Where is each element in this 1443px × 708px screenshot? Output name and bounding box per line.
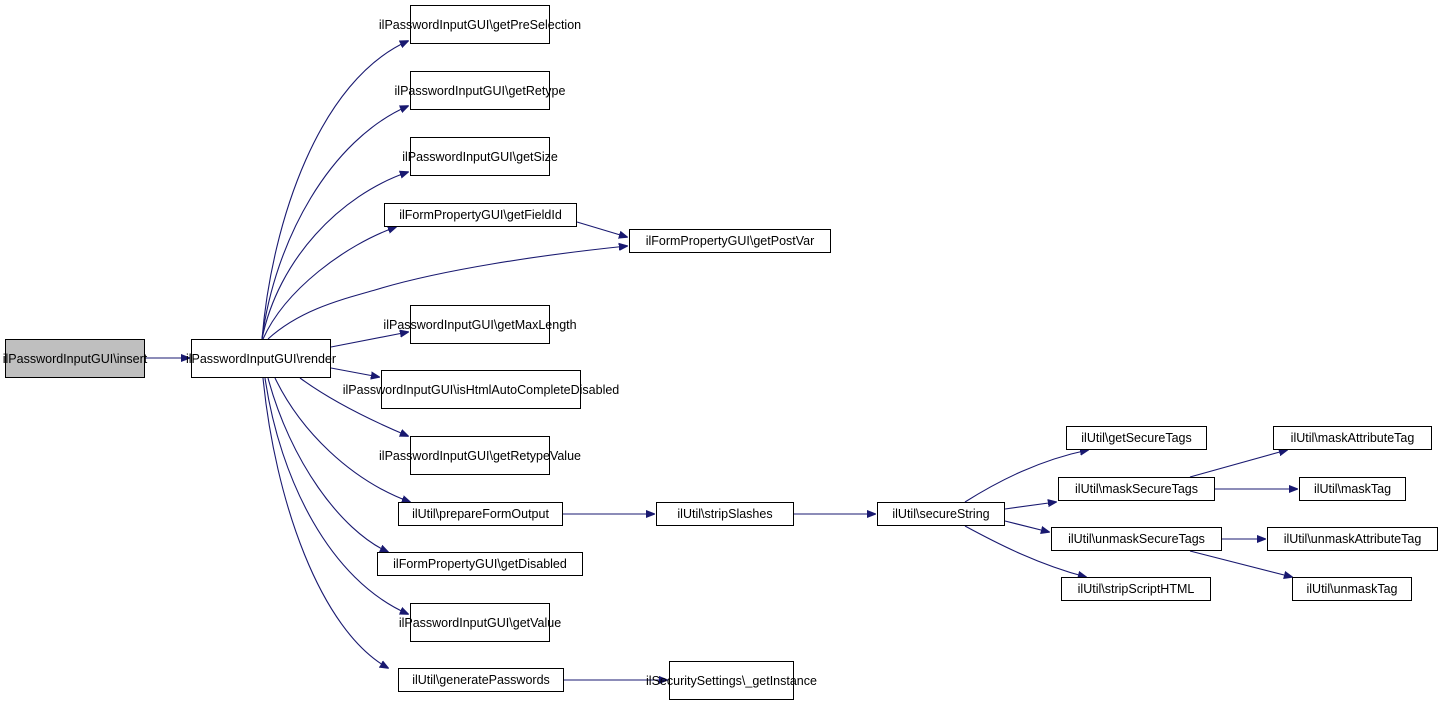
edge-render-to-getFieldId — [262, 227, 396, 340]
node-getValue-line2: \getValue — [509, 615, 562, 630]
node-stripSlashes-line1: ilUtil\stripSlashes — [677, 507, 773, 521]
node-render-line1: ilPasswordInputGUI — [185, 351, 297, 366]
edge-render-to-generatePasswords — [262, 377, 388, 668]
node-unmaskTag[interactable]: ilUtil\unmaskTag — [1292, 577, 1412, 601]
node-maskSecureTags-line1: ilUtil\maskSecureTags — [1075, 482, 1198, 496]
node-generatePasswords-line1: ilUtil\generatePasswords — [412, 673, 550, 687]
node-getPreSelection[interactable]: ilPasswordInputGUI\getPreSelection — [379, 5, 581, 44]
node-getPostVar-line1: ilFormPropertyGUI\getPostVar — [645, 234, 815, 248]
node-maskTag-line1: ilUtil\maskTag — [1313, 482, 1392, 496]
node-getValue-line1: ilPasswordInputGUI — [398, 615, 510, 630]
node-maskTag[interactable]: ilUtil\maskTag — [1299, 477, 1406, 501]
node-getInstance[interactable]: ilSecuritySettings\_getInstance — [646, 661, 817, 700]
node-secureString[interactable]: ilUtil\secureString — [877, 502, 1005, 526]
edge-secureString-to-unmaskSecureTags — [1004, 520, 1049, 532]
edge-render-to-getRetype — [261, 106, 408, 340]
node-stripSlashes[interactable]: ilUtil\stripSlashes — [656, 502, 794, 526]
node-getSize-line2: \getSize — [512, 149, 558, 164]
node-maskAttributeTag[interactable]: ilUtil\maskAttributeTag — [1273, 426, 1432, 450]
edge-render-to-getValue — [264, 377, 408, 614]
node-getPostVar[interactable]: ilFormPropertyGUI\getPostVar — [629, 229, 831, 253]
edge-unmaskSecureTags-to-unmaskTag — [1189, 550, 1292, 577]
node-getSize[interactable]: ilPasswordInputGUI\getSize — [402, 137, 558, 176]
edge-render-to-isHtmlAutoCompleteDisabled — [330, 367, 379, 377]
node-unmaskAttributeTag[interactable]: ilUtil\unmaskAttributeTag — [1267, 527, 1438, 551]
edge-secureString-to-getSecureTags — [964, 450, 1088, 503]
node-getRetypeValue-line1: ilPasswordInputGUI — [379, 448, 490, 463]
node-unmaskTag-line1: ilUtil\unmaskTag — [1306, 582, 1398, 596]
node-maskAttributeTag-line1: ilUtil\maskAttributeTag — [1290, 431, 1415, 445]
node-isHtmlAutoCompleteDisabled-line1: ilPasswordInputGUI — [342, 382, 454, 397]
node-render[interactable]: ilPasswordInputGUI\render — [186, 339, 336, 378]
edge-render-to-getRetypeValue — [299, 377, 408, 436]
node-unmaskAttributeTag-line1: ilUtil\unmaskAttributeTag — [1283, 532, 1422, 546]
node-insert-line2: \insert — [113, 351, 148, 366]
node-getMaxLength[interactable]: ilPasswordInputGUI\getMaxLength — [383, 305, 577, 344]
node-getRetype-line1: ilPasswordInputGUI — [394, 83, 505, 98]
edge-render-to-getSize — [261, 172, 408, 340]
node-getFieldId[interactable]: ilFormPropertyGUI\getFieldId — [384, 203, 577, 227]
node-secureString-line1: ilUtil\secureString — [892, 507, 990, 521]
node-getRetypeValue-line2: \getRetypeValue — [489, 448, 581, 463]
node-getInstance-line2: \_getInstance — [741, 673, 817, 688]
node-insert[interactable]: ilPasswordInputGUI\insert — [2, 339, 148, 378]
node-getDisabled[interactable]: ilFormPropertyGUI\getDisabled — [377, 552, 583, 576]
edge-render-to-getPreSelection — [261, 41, 408, 340]
edge-maskSecureTags-to-maskAttributeTag — [1189, 450, 1287, 478]
node-insert-line1: ilPasswordInputGUI — [2, 351, 114, 366]
node-unmaskSecureTags-line1: ilUtil\unmaskSecureTags — [1068, 532, 1205, 546]
node-getRetype-line2: \getRetype — [505, 83, 566, 98]
node-getInstance-line1: ilSecuritySettings — [646, 673, 742, 688]
node-getSecureTags-line1: ilUtil\getSecureTags — [1081, 431, 1192, 445]
node-prepareFormOutput[interactable]: ilUtil\prepareFormOutput — [398, 502, 563, 526]
node-getRetypeValue[interactable]: ilPasswordInputGUI\getRetypeValue — [379, 436, 581, 475]
node-stripScriptHTML-line1: ilUtil\stripScriptHTML — [1077, 582, 1195, 596]
node-isHtmlAutoCompleteDisabled[interactable]: ilPasswordInputGUI\isHtmlAutoCompleteDis… — [343, 370, 619, 409]
node-generatePasswords[interactable]: ilUtil\generatePasswords — [398, 668, 564, 692]
edge-secureString-to-stripScriptHTML — [964, 525, 1086, 577]
node-getDisabled-line1: ilFormPropertyGUI\getDisabled — [393, 557, 567, 571]
node-getMaxLength-line1: ilPasswordInputGUI — [383, 317, 494, 332]
node-getPreSelection-line1: ilPasswordInputGUI — [378, 17, 490, 32]
node-unmaskSecureTags[interactable]: ilUtil\unmaskSecureTags — [1051, 527, 1222, 551]
node-getSecureTags[interactable]: ilUtil\getSecureTags — [1066, 426, 1207, 450]
node-getRetype[interactable]: ilPasswordInputGUI\getRetype — [395, 71, 565, 110]
node-getSize-line1: ilPasswordInputGUI — [402, 149, 513, 164]
edge-render-to-prepareFormOutput — [274, 377, 410, 502]
node-getFieldId-line1: ilFormPropertyGUI\getFieldId — [399, 208, 562, 222]
edge-render-to-getPostVar — [267, 246, 627, 340]
edge-render-to-getDisabled — [267, 377, 388, 552]
node-maskSecureTags[interactable]: ilUtil\maskSecureTags — [1058, 477, 1215, 501]
node-isHtmlAutoCompleteDisabled-line2: \isHtmlAutoCompleteDisabled — [453, 382, 620, 397]
node-prepareFormOutput-line1: ilUtil\prepareFormOutput — [412, 507, 549, 521]
node-stripScriptHTML[interactable]: ilUtil\stripScriptHTML — [1061, 577, 1211, 601]
edge-secureString-to-maskSecureTags — [1004, 502, 1056, 510]
edge-render-to-getMaxLength — [330, 332, 408, 348]
node-render-line2: \render — [296, 351, 337, 366]
node-getValue[interactable]: ilPasswordInputGUI\getValue — [399, 603, 561, 642]
node-getMaxLength-line2: \getMaxLength — [493, 317, 577, 332]
node-getPreSelection-line2: \getPreSelection — [489, 17, 582, 32]
edge-getFieldId-to-getPostVar — [576, 221, 627, 237]
